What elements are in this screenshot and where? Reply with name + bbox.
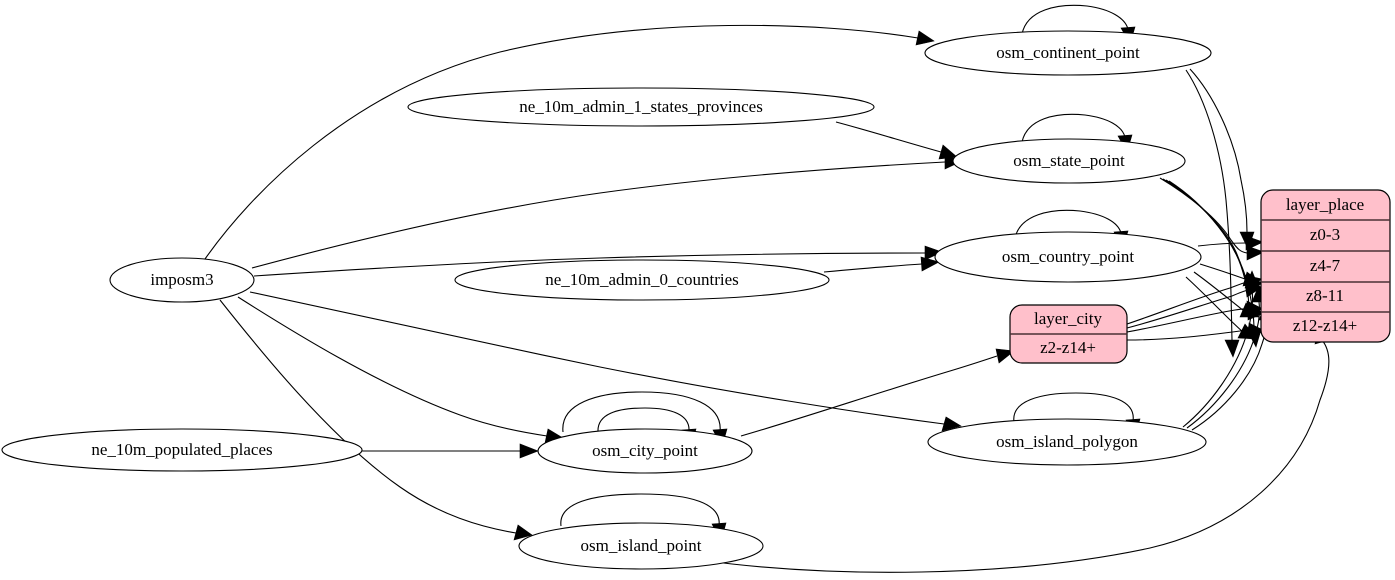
node-label: osm_country_point: [1002, 247, 1134, 266]
arrowhead: [915, 30, 935, 46]
node-osm_state_point[interactable]: osm_state_point: [952, 138, 1186, 184]
edge-layer_city-to-layer_place-3: [1126, 307, 1250, 333]
node-osm_island_point[interactable]: osm_island_point: [518, 522, 764, 570]
layer_place-header: layer_place: [1286, 195, 1364, 214]
selfloop-osm_city_point-outer: [562, 391, 721, 433]
edge-imposm3-to-osm_continent_point: [204, 24, 919, 260]
edge-imposm3-to-osm_state_point: [251, 161, 946, 269]
layer_place-row-z8-11[interactable]: z8-11: [1306, 286, 1344, 305]
layer_place-row-z4-7[interactable]: z4-7: [1310, 256, 1341, 275]
edge-osm_country_point-to-layer_place-3: [1193, 271, 1245, 312]
node-osm_continent_point[interactable]: osm_continent_point: [924, 30, 1212, 76]
edge-osm_continent_point-to-layer_place: [1189, 68, 1248, 233]
selfloop-osm_country_point: [1014, 209, 1122, 239]
node-osm_city_point[interactable]: osm_city_point: [537, 428, 753, 474]
edge-osm_country_point-to-layer_place-2: [1199, 263, 1246, 280]
edge-osm_island_polygon-to-layer_place-2: [1186, 301, 1261, 429]
node-label: osm_city_point: [592, 441, 698, 460]
node-layer_place[interactable]: layer_place z0-3 z4-7 z8-11 z12-z14+: [1260, 189, 1391, 343]
node-label: osm_continent_point: [996, 43, 1140, 62]
edge-osm_city_point-to-layer_city: [740, 355, 998, 437]
arrowhead: [1244, 270, 1260, 289]
selfloop-osm_continent_point: [1021, 4, 1129, 35]
selfloop-osm_state_point: [1021, 113, 1126, 143]
edge-osm_state_point-to-layer_place-1: [1159, 177, 1248, 254]
nodes-layer: imposm3 ne_10m_admin_1_states_provinces …: [1, 30, 1212, 570]
edge-imposm3-to-osm_island_point: [219, 299, 517, 534]
node-label: osm_island_polygon: [996, 432, 1138, 451]
node-ne_10m_populated_places[interactable]: ne_10m_populated_places: [1, 428, 363, 472]
node-label: imposm3: [150, 270, 213, 289]
edge-osm_country_point-to-layer_place-1: [1197, 242, 1247, 247]
record-nodes-layer: layer_city z2-z14+ layer_place z0-3 z4-7…: [1009, 189, 1391, 364]
node-osm_country_point[interactable]: osm_country_point: [934, 231, 1202, 283]
node-label: ne_10m_populated_places: [91, 440, 272, 459]
edge-imposm3-to-osm_city_point: [237, 296, 548, 437]
node-ne_10m_admin_1_states_provinces[interactable]: ne_10m_admin_1_states_provinces: [407, 87, 875, 127]
arrowhead: [1224, 339, 1240, 358]
node-imposm3[interactable]: imposm3: [109, 257, 255, 303]
node-label: ne_10m_admin_0_countries: [545, 270, 739, 289]
node-layer_city[interactable]: layer_city z2-z14+: [1009, 304, 1128, 364]
edge-osm_island_point-to-layer_place: [699, 339, 1330, 573]
arrowhead: [924, 245, 943, 261]
arrowhead: [1246, 300, 1264, 316]
arrowhead: [938, 144, 958, 160]
edge-osm_country_point-to-layer_place-4: [1185, 276, 1244, 333]
arrowhead: [1245, 235, 1264, 251]
arrowhead: [1246, 245, 1265, 261]
selfloop-osm_city_point-inner: [597, 407, 690, 433]
arrowhead: [519, 443, 539, 459]
selfloop-osm_island_point: [560, 493, 720, 527]
selfloop-osm_island_polygon: [1013, 392, 1134, 423]
edge-layer_city-to-layer_place-1: [1126, 281, 1248, 325]
layer_place-row-z0-3[interactable]: z0-3: [1310, 225, 1340, 244]
edge-ne_countries-to-osm_country_point: [823, 263, 923, 273]
layer_city-row-z2[interactable]: z2-z14+: [1040, 338, 1096, 357]
edge-imposm3-to-osm_country_point: [253, 252, 926, 277]
layer_place-row-z12-z14[interactable]: z12-z14+: [1293, 316, 1357, 335]
edge-imposm3-to-osm_island_polygon: [249, 291, 945, 425]
node-label: osm_island_point: [581, 536, 702, 555]
node-label: ne_10m_admin_1_states_provinces: [519, 97, 763, 116]
arrowhead: [941, 416, 962, 432]
arrowhead: [513, 524, 533, 541]
node-ne_10m_admin_0_countries[interactable]: ne_10m_admin_0_countries: [454, 259, 830, 301]
edge-continent-down-long: [1185, 69, 1233, 341]
arrowhead: [920, 256, 940, 272]
edge-layer_city-to-layer_place-2: [1126, 289, 1249, 329]
node-osm_island_polygon[interactable]: osm_island_polygon: [927, 418, 1207, 466]
edge-ne_states-to-osm_state_point: [835, 121, 942, 153]
layer_city-header: layer_city: [1034, 309, 1102, 328]
node-label: osm_state_point: [1013, 151, 1125, 170]
edge-layer_city-to-layer_place-4: [1126, 329, 1251, 341]
